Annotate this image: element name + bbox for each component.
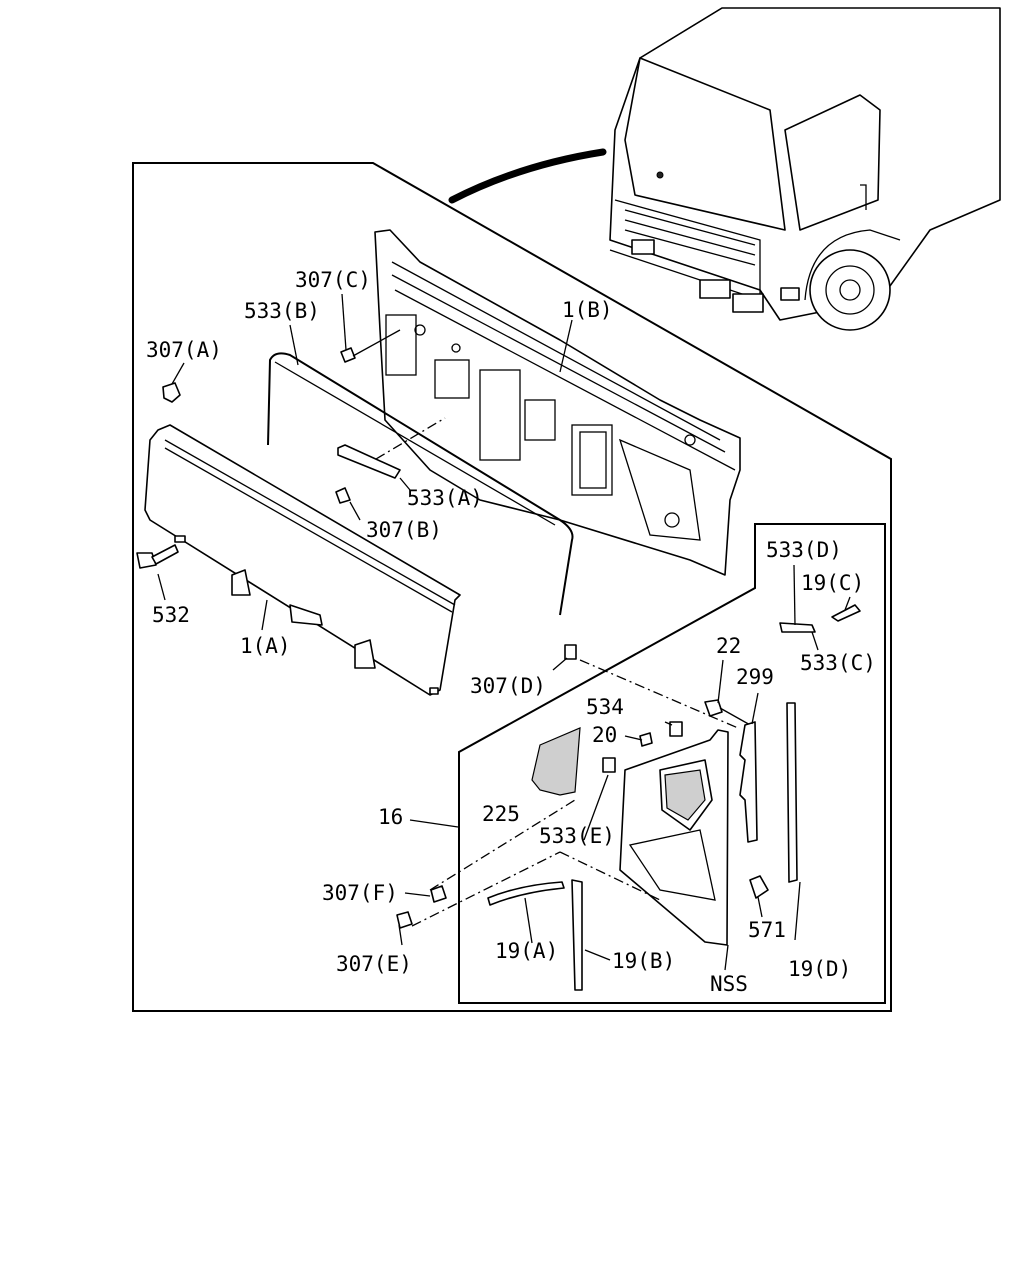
label-307b: 307(B) <box>366 518 442 542</box>
label-22: 22 <box>716 634 741 658</box>
clip-307a <box>162 382 181 403</box>
label-307e: 307(E) <box>336 952 412 976</box>
bracket-299 <box>739 721 758 843</box>
label-19a: 19(A) <box>495 939 558 963</box>
label-307c: 307(C) <box>295 268 371 292</box>
seal-533d <box>779 622 816 633</box>
main-frame <box>132 162 892 1012</box>
label-533c: 533(C) <box>800 651 876 675</box>
clip-307d <box>564 644 577 660</box>
label-534: 534 <box>586 695 624 719</box>
clip-307e <box>396 911 413 929</box>
label-20: 20 <box>592 723 617 747</box>
label-307d: 307(D) <box>470 674 546 698</box>
seal-19c <box>831 604 861 622</box>
panel-1a <box>144 424 461 696</box>
part-labels: 307(C) 533(B) 1(B) 307(A) 533(A) 307(B) … <box>146 268 876 996</box>
clip-307f <box>430 885 447 903</box>
label-533e: 533(E) <box>539 824 615 848</box>
detail-frame <box>458 523 886 1004</box>
strip-533a <box>337 444 401 479</box>
cover-225 <box>531 727 581 796</box>
label-19d: 19(D) <box>788 957 851 981</box>
clip-307c <box>340 347 356 363</box>
bolt-22 <box>704 699 723 717</box>
side-panel-nss <box>619 729 729 946</box>
label-533b: 533(B) <box>244 299 320 323</box>
label-1b: 1(B) <box>562 298 613 322</box>
clip-571 <box>749 875 769 899</box>
seal-19b <box>571 879 583 991</box>
strip-19d <box>786 702 798 883</box>
seal-19a <box>487 881 565 906</box>
pad-534 <box>669 721 683 737</box>
label-19c: 19(C) <box>801 571 864 595</box>
panel-1b <box>374 229 741 576</box>
pad-533e <box>602 757 616 773</box>
label-571: 571 <box>748 918 786 942</box>
label-532: 532 <box>152 603 190 627</box>
label-533a: 533(A) <box>407 486 483 510</box>
truck-cab-illustration <box>609 7 1001 331</box>
label-299: 299 <box>736 665 774 689</box>
clip-307b <box>335 487 351 504</box>
label-307f: 307(F) <box>322 881 398 905</box>
label-533d: 533(D) <box>766 538 842 562</box>
label-307a: 307(A) <box>146 338 222 362</box>
label-19b: 19(B) <box>612 949 675 973</box>
label-1a: 1(A) <box>240 634 291 658</box>
leader-lines <box>157 293 851 971</box>
label-nss: NSS <box>710 972 748 996</box>
strip-533b <box>267 352 574 616</box>
bolt-532 <box>136 544 179 569</box>
clip-20 <box>639 732 653 747</box>
reference-arrow <box>448 148 607 204</box>
label-16: 16 <box>378 805 403 829</box>
label-225: 225 <box>482 802 520 826</box>
